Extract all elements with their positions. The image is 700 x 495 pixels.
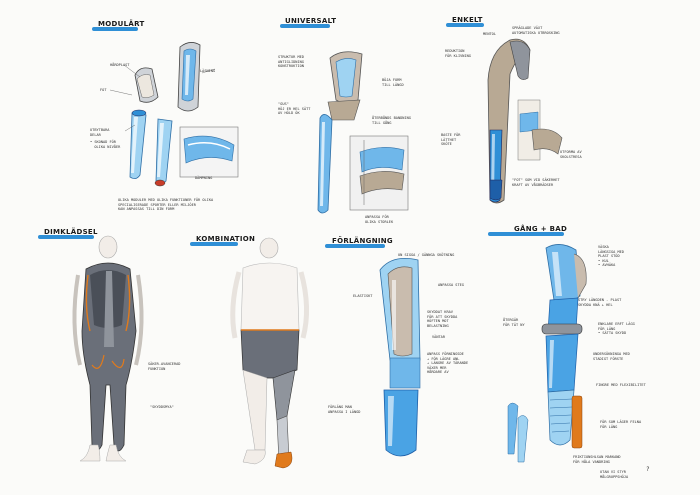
note: ? xyxy=(646,466,650,473)
note: UTBYTBARA DELAR xyxy=(90,128,110,137)
title-underline xyxy=(92,27,138,31)
simple-prosthesis-sketch xyxy=(487,38,563,204)
note: FÖRLÄNG MAN ANPASSA I LÄNGD xyxy=(328,405,361,414)
title-simple: ENKELT xyxy=(452,16,483,24)
note: REDUKTION FÖR KLIVNING xyxy=(445,49,471,58)
note: SKYDDAT KRAV FÖR ATT SKYDDA HÖFTEN MOT B… xyxy=(427,310,458,328)
title-underline xyxy=(38,235,94,239)
note: ÅTERBÅNDS BANDNING TILL GÅNG xyxy=(372,116,411,125)
extension-prosthesis-sketch xyxy=(379,257,421,457)
combination-figure-sketch xyxy=(230,237,310,469)
title-combination: KOMBINATION xyxy=(196,235,256,243)
note: FINGRE MED FLEXIBILITET xyxy=(596,383,646,387)
title-walk-bath: GÅNG + BAD xyxy=(514,225,568,233)
note: ANPASSA FÖR OLIKA STORLEK xyxy=(365,215,394,224)
note: UTFORMA AV SKOLSTRESA xyxy=(560,150,582,159)
note: SÄKER-AVANCERAD FUNKTION xyxy=(148,362,181,371)
note: • SKONAD FÖR OLIKA NIVÅER xyxy=(90,140,121,149)
note: "SKYDDSMYA" xyxy=(150,405,174,409)
note: SPRÄGLADE VÄXT AUTOMATISKA UTBROSKING xyxy=(512,26,560,35)
title-underline xyxy=(190,242,238,246)
note: FOT xyxy=(100,88,107,92)
title-underline xyxy=(280,24,330,28)
note: DÄMPNING xyxy=(195,176,213,180)
title-underline xyxy=(446,23,484,27)
universal-prosthesis-sketch xyxy=(317,51,409,214)
note: STRY LÄNGDEN - PLAST SKYDDA KNÄ + HEL xyxy=(578,298,622,307)
note: ENKLARE ERFT LÄGG FÖR LÄNG • SÄTTA SKYDD xyxy=(598,322,635,336)
note: ANPASSA STEG xyxy=(438,283,464,287)
note: OLIKA MODULER MED OLIKA FUNKTIONER FÖR O… xyxy=(118,198,214,212)
note: VÄSKA LÄNGSIGA MED PLAST STÖD • KUL • AV… xyxy=(598,245,624,268)
note: BÖJA FORM TILL LÄNGD xyxy=(382,78,404,87)
walk-bath-prosthesis-sketch xyxy=(507,244,587,463)
note: MENTOL xyxy=(483,32,496,36)
note: STRUKTUR MED ANTIGLIDNING KONSTRUKTION xyxy=(278,55,304,69)
note: ELASTISKT xyxy=(353,294,373,298)
note: ANPASS FÖRNINGSDE → FÖR LÄGRE ANL → LÄNG… xyxy=(427,352,469,375)
swimsuit-figure-sketch xyxy=(72,235,144,462)
title-underline xyxy=(325,244,385,248)
note: UNDERSÖKNINGA MED STADIGT FÖRSTE xyxy=(593,352,630,361)
note: FÖR SOM LÄGER FELNA FÖR LÄNG xyxy=(600,420,642,429)
note: HÅRDPLAST xyxy=(110,63,130,67)
modular-prosthesis-sketch xyxy=(109,42,239,187)
note: VÄNTAR xyxy=(432,335,445,339)
note: FRIKTIONSHLSAN MARKAND FÖR HÅLA VANDRING xyxy=(573,455,621,464)
note: "GUS" HÖJ ER HEL SÄTT AV HÖLD ÖK xyxy=(278,102,311,116)
note: "FOT" SOM VID SÄKERHET KRAFT AV VÅGBRÄDS… xyxy=(512,178,560,187)
title-modular: MODULÄRT xyxy=(98,20,145,28)
note: ÅTERGÄR FÖR TÄT NY xyxy=(503,318,525,327)
title-underline xyxy=(488,232,564,236)
title-extension: FÖRLÄNGNING xyxy=(332,237,393,245)
note: BASTE FÖR LÄTTHET SKÖTE xyxy=(441,133,461,147)
note: UTAN VI STYR MÅLGRUPPSHÖJA xyxy=(600,470,629,479)
title-universal: UNIVERSALT xyxy=(285,17,337,25)
title-swimsuit: DIMKLÄDSEL xyxy=(44,228,98,236)
note: UN SIGGA / GÄNNGA SKÖTNING xyxy=(398,253,455,257)
note: LÄSNING xyxy=(200,69,216,73)
